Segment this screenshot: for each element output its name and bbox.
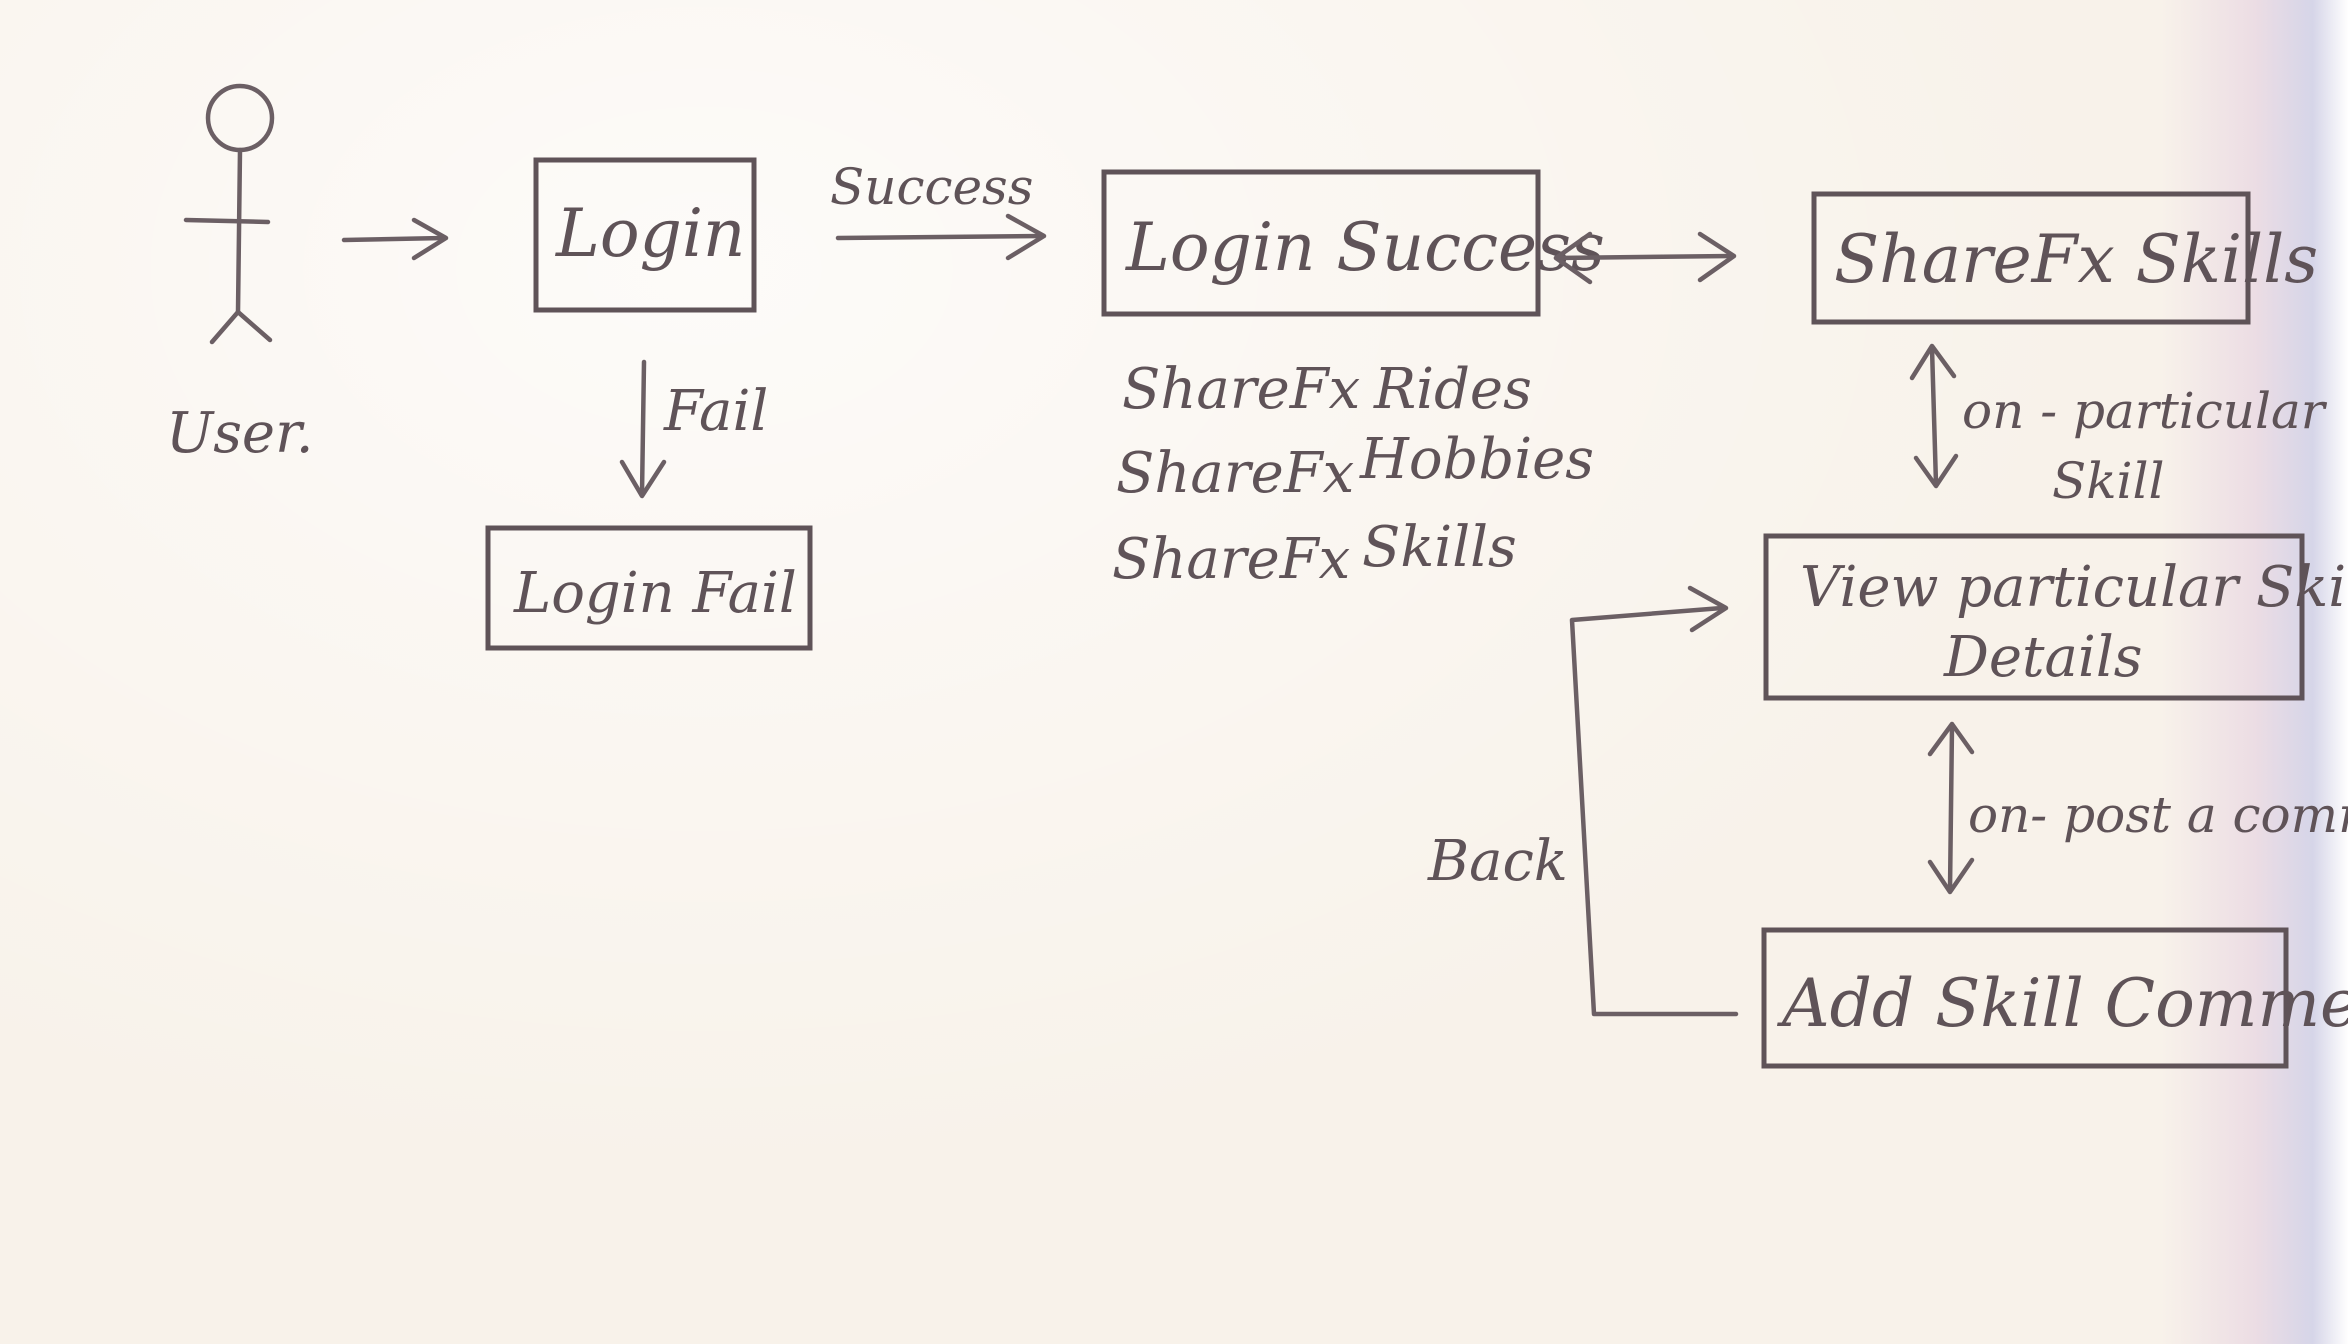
arrow-view-to-add: on- post a comment — [1927, 721, 2348, 895]
option-right-1: Rides — [1373, 357, 1532, 422]
actor-body — [235, 147, 243, 315]
user-actor: User. — [166, 83, 314, 466]
arrow-login-to-fail: Fail — [619, 359, 768, 499]
add-skill-comment-box — [1761, 927, 2289, 1069]
option-left-1: ShareFx — [1122, 357, 1360, 422]
login-fail-label: Login Fail — [513, 561, 797, 626]
login-fail-box — [485, 525, 813, 651]
arrow-success-to-skills — [1553, 231, 1737, 285]
success-edge-label: Success — [830, 158, 1033, 216]
arrow-user-to-login — [341, 217, 449, 261]
add-skill-comment-label: Add Skill Comment — [1776, 965, 2348, 1042]
login-node: Login — [533, 157, 757, 313]
actor-label: User. — [166, 401, 314, 466]
login-success-node: Login Success — [1101, 169, 1605, 317]
login-success-label: Login Success — [1125, 209, 1605, 286]
on-particular-label-1: on - particular — [1962, 382, 2328, 440]
login-box — [533, 157, 757, 313]
actor-head — [205, 83, 275, 153]
sharefx-skills-label: ShareFx Skills — [1834, 221, 2318, 298]
option-left-2: ShareFx — [1116, 441, 1354, 506]
sharefx-skills-node: ShareFx Skills — [1811, 191, 2318, 325]
on-post-comment-label: on- post a comment — [1968, 786, 2348, 844]
arrow-skills-to-view: on - particular Skill — [1909, 343, 2328, 510]
on-particular-label-2: Skill — [2052, 452, 2165, 510]
option-left-3: ShareFx — [1112, 527, 1350, 592]
view-skill-label-2: Details — [1943, 625, 2143, 690]
arrow-back-loop: Back — [1427, 585, 1739, 1017]
view-skill-node: View particular Skill Details — [1763, 533, 2348, 701]
login-success-box — [1101, 169, 1541, 317]
add-skill-comment-node: Add Skill Comment — [1761, 927, 2348, 1069]
view-skill-label-1: View particular Skill — [1800, 555, 2348, 620]
arrow-login-to-success: Success — [830, 158, 1047, 261]
back-edge-label: Back — [1427, 829, 1568, 894]
sharefx-skills-box — [1811, 191, 2251, 325]
success-options-list: ShareFx Rides ShareFx Hobbies ShareFx Sk… — [1112, 357, 1594, 592]
option-right-2: Hobbies — [1359, 427, 1594, 492]
view-skill-box — [1763, 533, 2305, 701]
login-label: Login — [555, 195, 745, 272]
option-right-3: Skills — [1362, 515, 1517, 580]
actor-arms — [183, 217, 271, 225]
fail-edge-label: Fail — [663, 379, 768, 444]
actor-legs — [209, 309, 273, 345]
login-fail-node: Login Fail — [485, 525, 813, 651]
